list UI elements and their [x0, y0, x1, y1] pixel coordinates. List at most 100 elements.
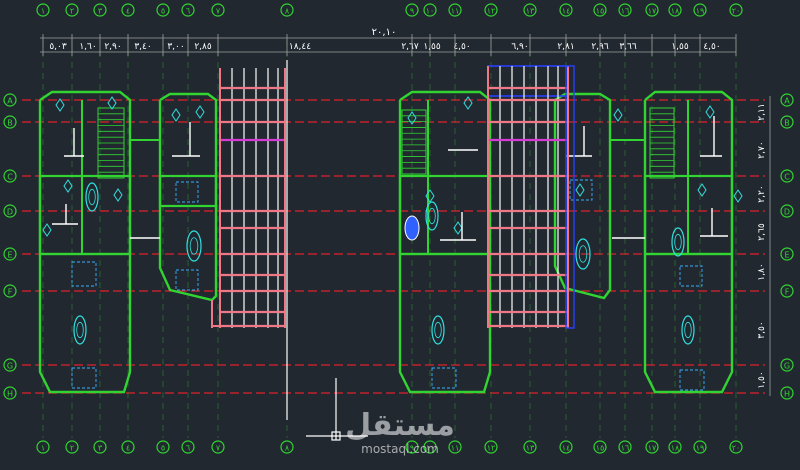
grid-bubble-label: ١٥ — [596, 444, 605, 453]
segment-dimension-label: ١,٥٥ — [671, 42, 689, 52]
grid-bubble-circle — [211, 3, 225, 17]
watermark-url: mostaql.com — [361, 442, 439, 456]
grid-bubble-label: ١٩ — [696, 444, 705, 453]
grid-bubble-circle — [181, 440, 195, 454]
grid-bubble-label: B — [784, 119, 790, 128]
overall-dimension-label: ٢٠,١٠ — [372, 27, 397, 38]
right-dimension-label: ١,٥٠ — [757, 371, 767, 388]
row-bubble-left: H — [3, 386, 17, 400]
grid-bubble-circle — [593, 3, 607, 17]
column-bubble-top: ١٣ — [523, 3, 537, 17]
segment-dimension-label: ١,٦٠ — [79, 42, 96, 52]
grid-bubble-circle — [448, 3, 462, 17]
slab-edge — [565, 65, 575, 329]
sanitary-fixture-inner — [189, 237, 199, 255]
grid-bubble-label: ١٧ — [648, 444, 657, 453]
grid-bubble-circle — [280, 3, 294, 17]
grid-bubble-circle — [121, 3, 135, 17]
row-bubble-right: H — [780, 386, 794, 400]
column-bubble-top: ١٨ — [668, 3, 682, 17]
level-tag — [733, 189, 743, 203]
column-bubble-top: ٢ — [65, 3, 79, 17]
grid-bubble-circle — [3, 93, 17, 107]
column-bubble-top: ٩ — [405, 3, 419, 17]
grid-bubble-label: ١١ — [451, 444, 460, 453]
grid-bubble-circle — [36, 440, 50, 454]
grid-bubble-circle — [559, 3, 573, 17]
sanitary-fixture — [681, 315, 695, 345]
grid-bubble-circle — [65, 3, 79, 17]
level-tag — [425, 189, 435, 203]
segment-dimension-label: ٥,٠٣ — [49, 42, 67, 52]
grid-bubble-circle — [559, 440, 573, 454]
hidden-outline — [431, 367, 457, 389]
column-bubble-bottom: ٣ — [93, 440, 107, 454]
hidden-outline — [679, 369, 705, 391]
column-bubble-bottom: ١٦ — [618, 440, 632, 454]
row-bubble-right: A — [780, 93, 794, 107]
hidden-outline — [71, 261, 97, 287]
bathtub-fixture — [404, 215, 420, 241]
column-bubble-bottom: ١٩ — [693, 440, 707, 454]
grid-bubble-label: ١٦ — [621, 444, 630, 453]
outer-wall — [158, 92, 218, 302]
segment-dimension-label: ٤,٥٠ — [703, 42, 720, 52]
segment-dimension-label: ٤,٥٠ — [453, 42, 470, 52]
level-tag — [55, 98, 65, 112]
grid-bubble-label: C — [7, 173, 13, 182]
grid-bubble-label: B — [7, 119, 13, 128]
grid-bubble-label: H — [7, 390, 13, 399]
grid-bubble-label: ٢ — [70, 444, 74, 453]
level-tag — [171, 108, 181, 122]
grid-bubble-label: E — [784, 251, 789, 260]
grid-bubble-circle — [780, 115, 794, 129]
grid-bubble-label: ١٠ — [426, 7, 435, 16]
column-bubble-bottom: ١٧ — [645, 440, 659, 454]
beam-frame — [487, 65, 569, 328]
grid-bubble-circle — [668, 3, 682, 17]
grid-bubble-circle — [484, 440, 498, 454]
hidden-outline — [71, 367, 97, 389]
column-bubble-top: ٤ — [121, 3, 135, 17]
sanitary-fixture-inner — [428, 207, 436, 225]
grid-bubble-circle — [729, 3, 743, 17]
grid-bubble-circle — [3, 169, 17, 183]
outer-wall — [398, 90, 492, 394]
grid-bubble-label: ٢٠ — [732, 444, 741, 453]
grid-bubble-label: D — [7, 208, 13, 217]
grid-bubble-label: F — [8, 288, 13, 297]
watermark: مستقل mostaql.com — [345, 408, 455, 464]
grid-bubble-label: ١٧ — [648, 7, 657, 16]
hidden-outline — [679, 265, 703, 287]
grid-bubble-label: A — [784, 97, 790, 106]
grid-bubble-label: ١٨ — [671, 7, 680, 16]
grid-bubble-circle — [645, 3, 659, 17]
sanitary-fixture — [73, 315, 87, 345]
grid-bubble-label: ١ — [41, 7, 45, 16]
level-tag — [613, 108, 623, 122]
grid-bubble-label: ٦ — [186, 7, 190, 16]
grid-bubble-circle — [280, 440, 294, 454]
segment-dimension-label: ٣,٦٦ — [619, 42, 637, 52]
grid-bubble-circle — [93, 440, 107, 454]
sanitary-fixture — [575, 238, 591, 270]
sanitary-fixture — [85, 182, 99, 212]
grid-bubble-circle — [780, 284, 794, 298]
sanitary-fixture-inner — [88, 188, 96, 206]
row-bubble-right: E — [780, 247, 794, 261]
column-bubble-bottom: ٨ — [280, 440, 294, 454]
column-bubble-bottom: ١٠ — [423, 440, 437, 454]
beam-frame — [219, 68, 286, 328]
grid-bubble-circle — [484, 3, 498, 17]
grid-bubble-circle — [693, 3, 707, 17]
stair-outline — [649, 107, 675, 179]
grid-bubble-label: ١١ — [451, 7, 460, 16]
grid-bubble-circle — [93, 3, 107, 17]
grid-bubble-circle — [780, 386, 794, 400]
grid-bubble-label: ٣ — [98, 7, 103, 16]
column-bubble-top: ١٢ — [484, 3, 498, 17]
grid-bubble-circle — [3, 204, 17, 218]
